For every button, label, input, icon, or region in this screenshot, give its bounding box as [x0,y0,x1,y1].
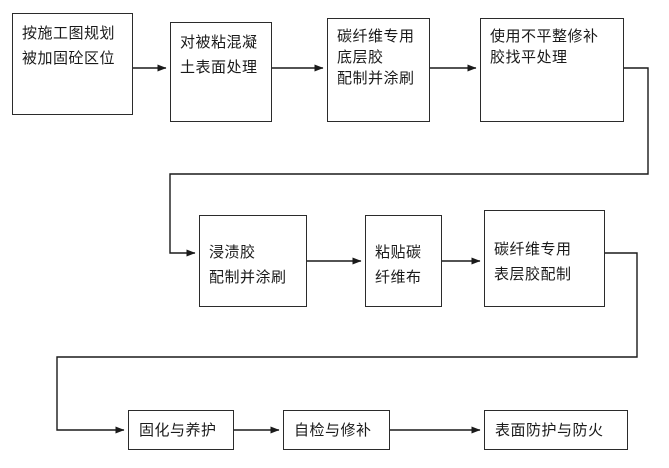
process-node-impregnating-adhesive[interactable]: 浸渍胶 配制并涂刷 [199,215,307,307]
node-text-line: 浸渍胶 [209,242,256,261]
node-text-line: 按施工图规划 [22,24,116,42]
node-text-line: 纤维布 [375,267,422,286]
process-node-bond-carbon-fiber-cloth[interactable]: 粘贴碳 纤维布 [365,215,442,307]
node-text-line: 土表面处理 [180,58,258,76]
process-node-surface-protection-fireproofing[interactable]: 表面防护与防火 [484,410,628,450]
node-text-line: 表面防护与防火 [495,421,604,439]
process-node-primer-adhesive[interactable]: 碳纤维专用 底层胶 配制并涂刷 [327,18,430,122]
process-node-topcoat-adhesive[interactable]: 碳纤维专用 表层胶配制 [484,210,605,307]
node-text-line: 使用不平整修补 [490,27,599,45]
process-node-leveling-repair[interactable]: 使用不平整修补 胶找平处理 [480,18,624,122]
node-text-line: 胶找平处理 [490,48,568,66]
process-node-plan-area[interactable]: 按施工图规划 被加固砼区位 [12,13,133,115]
node-text-line: 碳纤维专用 [494,240,572,258]
node-text-line: 底层胶 [337,48,384,66]
connector-n7-n8 [56,252,638,434]
node-text-line: 配制并涂刷 [337,69,415,87]
node-text-line: 粘贴碳 [375,242,422,261]
process-node-self-inspection-repair[interactable]: 自检与修补 [283,410,390,450]
node-text-line: 对被粘混凝 [180,33,258,51]
node-text-line: 自检与修补 [294,421,372,439]
node-text-line: 被加固砼区位 [22,49,116,67]
connector-n4-n5 [169,67,649,257]
node-text-line: 配制并涂刷 [209,267,287,286]
node-text-line: 表层胶配制 [494,265,572,283]
process-node-surface-treatment[interactable]: 对被粘混凝 土表面处理 [170,22,272,122]
process-node-curing-maintenance[interactable]: 固化与养护 [128,410,234,450]
node-text-line: 碳纤维专用 [337,27,415,45]
node-text-line: 固化与养护 [139,421,217,439]
